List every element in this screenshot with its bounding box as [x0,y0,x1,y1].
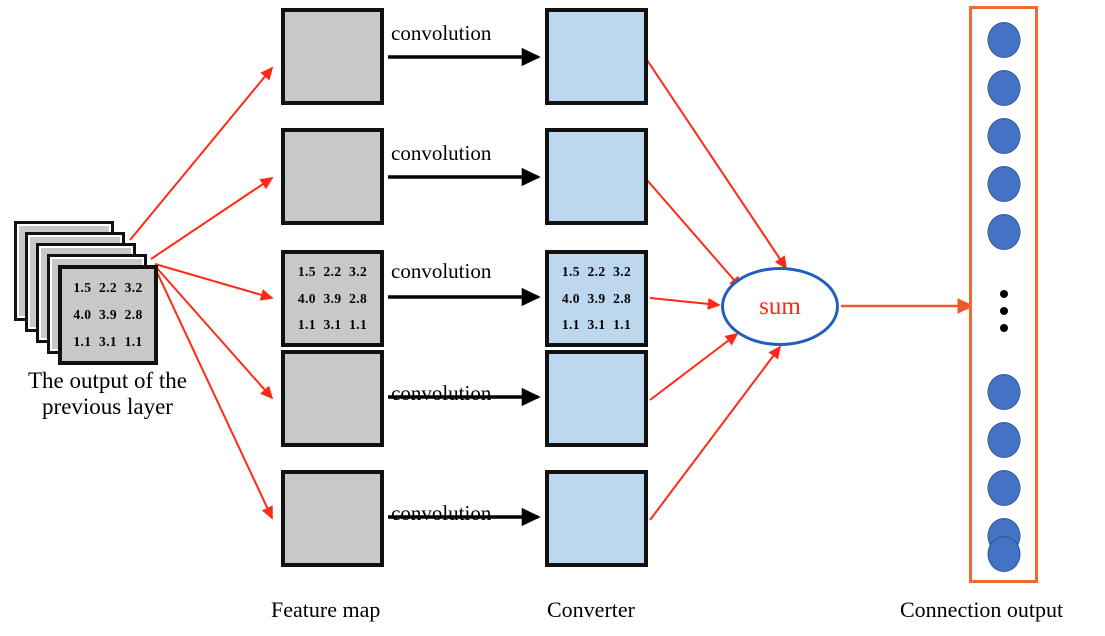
input-matrix-row: 1.1 3.1 1.1 [73,334,143,349]
convolution-arrows [388,47,541,527]
converter-box-2 [545,128,648,225]
output-node [987,214,1020,250]
output-node [987,118,1020,154]
converter-matrix-row: 1.1 3.1 1.1 [561,316,632,332]
output-node [987,70,1020,106]
feature-map-matrix-row: 4.0 3.9 2.8 [297,290,368,306]
ellipsis-dot [999,324,1008,332]
converter-box-4 [545,350,648,447]
convolution-label-3: convolution [391,259,492,283]
feature-map-box-3: 1.5 2.2 3.2 4.0 3.9 2.8 1.1 3.1 1.1 [281,250,384,347]
output-node [987,166,1020,202]
converter-box-5 [545,470,648,567]
input-matrix: 1.5 2.2 3.2 4.0 3.9 2.8 1.1 3.1 1.1 [62,269,154,361]
output-node [987,22,1020,58]
ellipsis-dot [999,307,1008,315]
output-node [987,470,1020,506]
input-matrix-row: 1.5 2.2 3.2 [73,280,143,295]
convolution-label-1: convolution [391,21,492,45]
output-node [987,374,1020,410]
feature-map-box-2 [281,128,384,225]
feature-map-matrix: 1.5 2.2 3.2 4.0 3.9 2.8 1.1 3.1 1.1 [285,254,380,343]
feature-map-matrix-row: 1.5 2.2 3.2 [297,264,368,280]
connection-output-caption: Connection output [900,597,1064,622]
converter-matrix: 1.5 2.2 3.2 4.0 3.9 2.8 1.1 3.1 1.1 [549,254,644,343]
converter-matrix-row: 4.0 3.9 2.8 [561,290,632,306]
sum-node-label: sum [759,292,801,320]
feature-map-matrix-row: 1.1 3.1 1.1 [297,316,368,332]
feature-map-box-1 [281,8,384,105]
sum-node[interactable]: sum [721,267,839,346]
convolution-label-4: convolution [391,381,492,405]
convolution-label-2: convolution [391,141,492,165]
feature-map-caption: Feature map [271,597,381,622]
output-node [987,422,1020,458]
converter-box-3: 1.5 2.2 3.2 4.0 3.9 2.8 1.1 3.1 1.1 [545,250,648,347]
ellipsis-dot [999,290,1008,298]
output-node [987,536,1020,572]
input-matrix-row: 4.0 3.9 2.8 [73,307,143,322]
feature-map-box-4 [281,350,384,447]
feature-map-box-5 [281,470,384,567]
converter-caption: Converter [547,597,635,622]
converter-matrix-row: 1.5 2.2 3.2 [561,264,632,280]
convolution-label-5: convolution [391,501,492,525]
connection-output-column [969,6,1038,583]
stack-card-front: 1.5 2.2 3.2 4.0 3.9 2.8 1.1 3.1 1.1 [58,265,158,365]
input-stack-label: The output of the previous layer [27,368,188,419]
converter-box-1 [545,8,648,105]
